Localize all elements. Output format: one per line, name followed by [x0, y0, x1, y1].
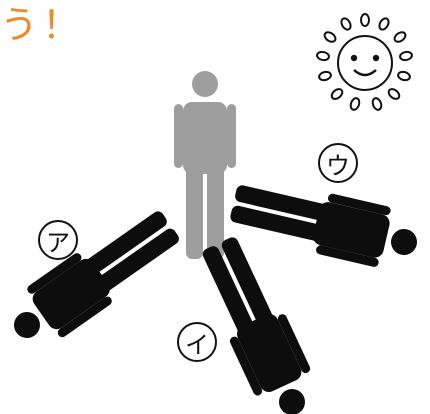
label-a: ア	[38, 220, 78, 260]
label-i-text: イ	[177, 322, 217, 362]
label-u-text: ウ	[318, 143, 358, 183]
label-i: イ	[177, 322, 217, 362]
label-a-text: ア	[38, 220, 78, 260]
label-u: ウ	[318, 143, 358, 183]
